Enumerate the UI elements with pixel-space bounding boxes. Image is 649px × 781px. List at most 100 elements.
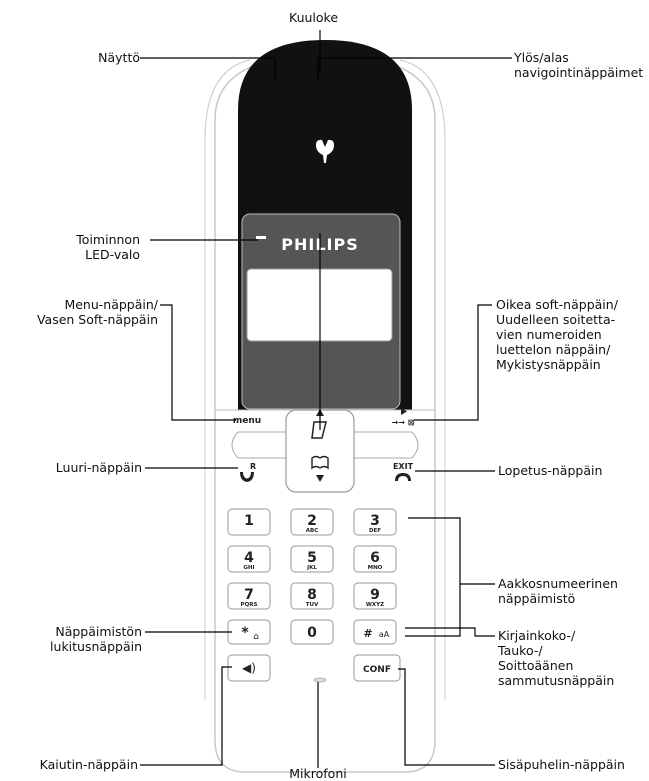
conf-key[interactable] <box>353 654 401 682</box>
label-lukitus-line-1: Näppäimistön <box>55 624 142 639</box>
key-3-digit: 3 <box>370 513 380 529</box>
key-6-letters: MNO <box>368 565 383 571</box>
key-7[interactable] <box>227 582 271 610</box>
key-9-digit: 9 <box>370 587 380 603</box>
label-aakkos: Aakkosnumeerinen näppäimistö <box>498 576 618 606</box>
label-oikea-line-3: vien numeroiden <box>496 327 602 342</box>
call-key-icon[interactable]: R <box>240 462 256 482</box>
key-4[interactable] <box>227 545 271 573</box>
leader-naytto <box>140 57 276 80</box>
speaker-icon: ◀) <box>242 661 256 675</box>
key-2-letters: ABC <box>306 528 319 534</box>
key-1[interactable] <box>227 508 271 536</box>
star-key-label: * <box>241 625 249 641</box>
hash-key[interactable] <box>353 619 397 645</box>
down-arrow-icon[interactable] <box>316 475 324 482</box>
star-key[interactable] <box>227 619 271 645</box>
hash-key-label: # <box>363 627 372 640</box>
key-5-letters: JKL <box>306 565 317 571</box>
label-kirjain-line-4: sammutusnäppäin <box>498 673 615 688</box>
key-3-letters: DEF <box>369 528 381 534</box>
phone-casing-inner-left <box>204 59 251 141</box>
leader-sisapuhelin <box>398 668 495 766</box>
label-led-line-2: LED-valo <box>85 247 140 262</box>
label-mikrofoni: Mikrofoni <box>289 766 347 781</box>
speaker-key[interactable] <box>227 654 271 682</box>
label-lopetus: Lopetus-näppäin <box>498 463 603 478</box>
leader-aakkos <box>405 517 461 637</box>
label-ylos-alas-line-1: Ylös/alas <box>514 50 569 65</box>
label-led-line-1: Toiminnon <box>76 232 140 247</box>
key-4-letters: GHI <box>243 565 254 571</box>
label-aakkos-line-1: Aakkosnumeerinen <box>498 576 618 591</box>
key-5-digit: 5 <box>307 550 317 566</box>
label-kirjain-line-3: Soittoäänen <box>498 658 574 673</box>
left-side-key-outline <box>231 431 286 459</box>
key-9-letters: WXYZ <box>366 602 384 608</box>
label-oikea-line-2: Uudelleen soitetta- <box>496 312 616 327</box>
key-4-digit: 4 <box>244 550 254 566</box>
label-menu-line-2: Vasen Soft-näppäin <box>36 312 158 327</box>
end-key-icon[interactable]: EXIT <box>393 462 414 481</box>
key-2[interactable] <box>290 508 334 536</box>
label-oikea: Oikea soft-näppäin/ Uudelleen soitetta- … <box>496 297 618 372</box>
label-lukitus-line-2: lukitusnäppäin <box>50 639 142 654</box>
label-lukitus: Näppäimistön lukitusnäppäin <box>10 624 142 654</box>
label-kirjain-line-1: Kirjainkoko-/ <box>498 628 576 643</box>
conf-icon: CONF <box>363 665 391 675</box>
label-menu-line-1: Menu-näppäin/ <box>64 297 158 312</box>
right-softkey-icon[interactable]: →→ ⊠ <box>392 408 415 427</box>
label-oikea-line-1: Oikea soft-näppäin/ <box>496 297 618 312</box>
microphone-hole <box>313 677 327 683</box>
leader-oikea <box>414 304 492 421</box>
key-6-digit: 6 <box>370 550 380 566</box>
zero-key-label: 0 <box>307 625 317 641</box>
case-icon: aA <box>379 630 390 639</box>
label-ylos-alas-line-2: navigointinäppäimet <box>514 65 644 80</box>
phone-casing-inner-right <box>399 59 446 141</box>
key-8-digit: 8 <box>307 587 317 603</box>
label-naytto: Näyttö <box>98 50 140 65</box>
label-ylos-alas: Ylös/alas navigointinäppäimet <box>514 50 643 80</box>
key-7-letters: PQRS <box>241 602 258 608</box>
svg-text:R: R <box>250 462 256 471</box>
leader-ylos-alas <box>317 57 512 80</box>
menu-key-label[interactable]: menu <box>233 416 261 426</box>
leader-lines <box>140 30 512 768</box>
svg-text:EXIT: EXIT <box>393 462 414 471</box>
earpiece-logo-icon <box>316 139 334 163</box>
leader-kirjain <box>405 627 495 637</box>
lock-icon: ⌂ <box>253 632 259 642</box>
key-7-digit: 7 <box>244 587 254 603</box>
label-kirjain: Kirjainkoko-/ Tauko-/ Soittoäänen sammut… <box>498 628 614 688</box>
key-6[interactable] <box>353 545 397 573</box>
label-kaiutin: Kaiutin-näppäin <box>39 757 138 772</box>
led-indicator <box>256 236 266 239</box>
label-aakkos-line-2: näppäimistö <box>498 591 576 606</box>
redial-icon <box>311 421 327 439</box>
key-9[interactable] <box>353 582 397 610</box>
label-led: Toiminnon LED-valo <box>40 232 140 262</box>
right-side-key-outline <box>354 431 419 459</box>
label-luuri: Luuri-näppäin <box>55 460 142 475</box>
key-8[interactable] <box>290 582 334 610</box>
key-3[interactable] <box>353 508 397 536</box>
label-kuuloke: Kuuloke <box>289 10 339 25</box>
label-oikea-line-5: Mykistysnäppäin <box>496 357 601 372</box>
label-kirjain-line-2: Tauko-/ <box>498 643 543 658</box>
leader-menu <box>160 304 236 421</box>
zero-key[interactable] <box>290 619 334 645</box>
label-oikea-line-4: luettelon näppäin/ <box>496 342 611 357</box>
key-1-digit: 1 <box>244 513 254 529</box>
key-2-digit: 2 <box>307 513 317 529</box>
label-sisapuhelin: Sisäpuhelin-näppäin <box>498 757 625 772</box>
key-5[interactable] <box>290 545 334 573</box>
phonebook-icon <box>311 455 329 470</box>
leader-kaiutin <box>140 666 232 766</box>
key-8-letters: TUV <box>306 602 319 608</box>
label-menu: Menu-näppäin/ Vasen Soft-näppäin <box>10 297 158 327</box>
svg-text:→→ ⊠: →→ ⊠ <box>392 418 415 427</box>
